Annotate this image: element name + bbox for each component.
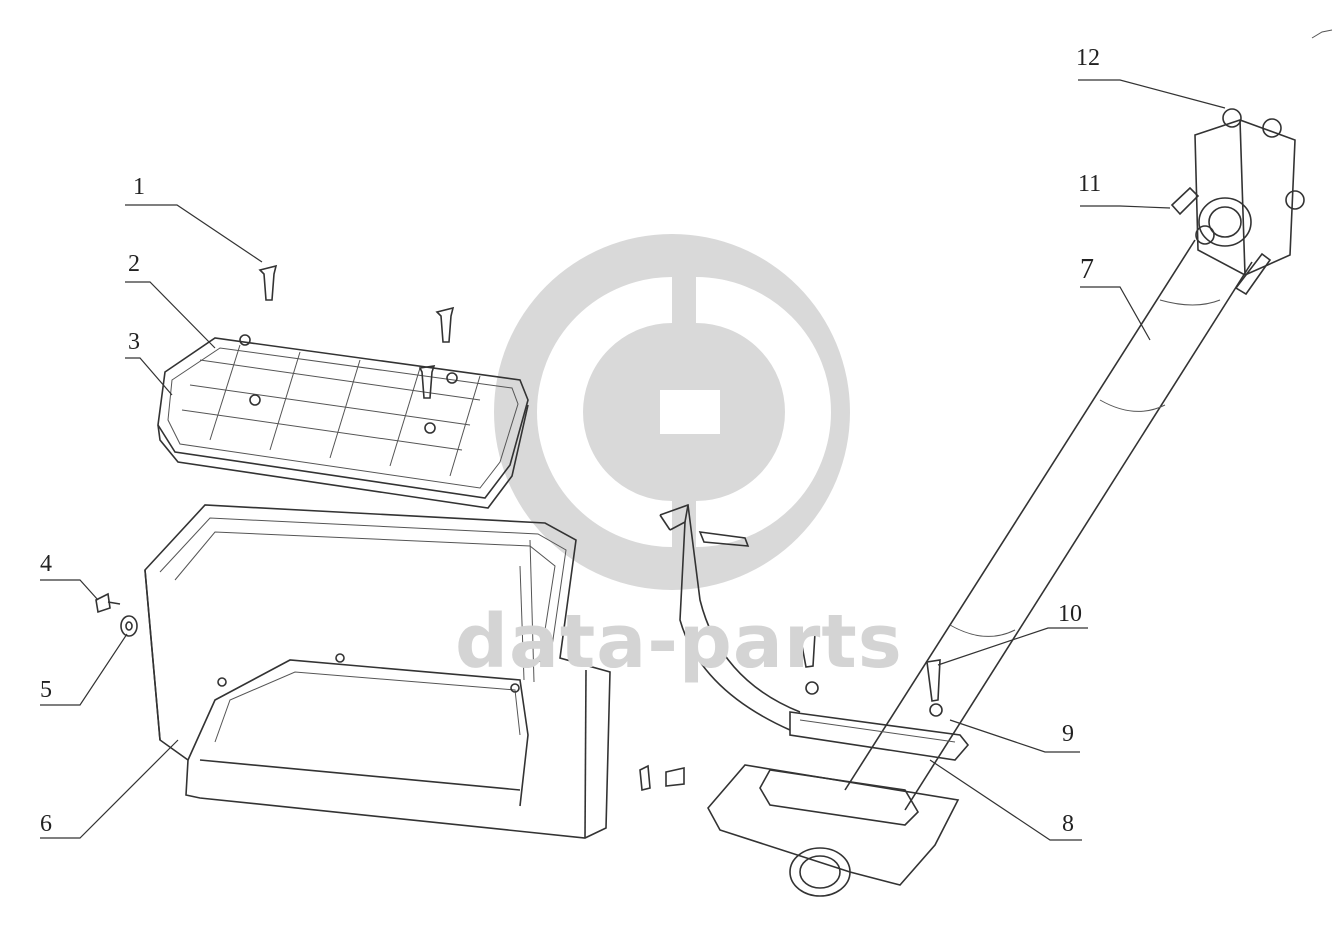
callout-4: 4 (40, 551, 52, 577)
callout-11: 11 (1078, 171, 1102, 197)
watermark-logo (494, 234, 850, 590)
callout-10: 10 (1058, 601, 1082, 627)
lower-bracket-bar (789, 632, 970, 761)
callout-6: 6 (40, 811, 52, 837)
callout-9: 9 (1062, 721, 1074, 747)
leader-lines (40, 79, 1226, 841)
curved-handrail (659, 503, 801, 731)
step-tread-plate (157, 334, 529, 509)
step-housing (144, 504, 611, 839)
support-tube (844, 239, 1253, 811)
base-plate (639, 764, 960, 897)
top-flange-assembly (1170, 108, 1305, 296)
callout-8: 8 (1062, 811, 1074, 837)
callout-7: 7 (1080, 254, 1094, 285)
corner-marks (1311, 29, 1333, 39)
callout-12: 12 (1076, 45, 1100, 71)
callout-1: 1 (133, 174, 145, 200)
watermark-text: data-parts (455, 599, 903, 685)
screw-and-washer (95, 592, 138, 637)
callout-3: 3 (128, 329, 140, 355)
carriage-bolts (258, 264, 455, 399)
callout-5: 5 (40, 677, 52, 703)
callout-2: 2 (128, 251, 140, 277)
